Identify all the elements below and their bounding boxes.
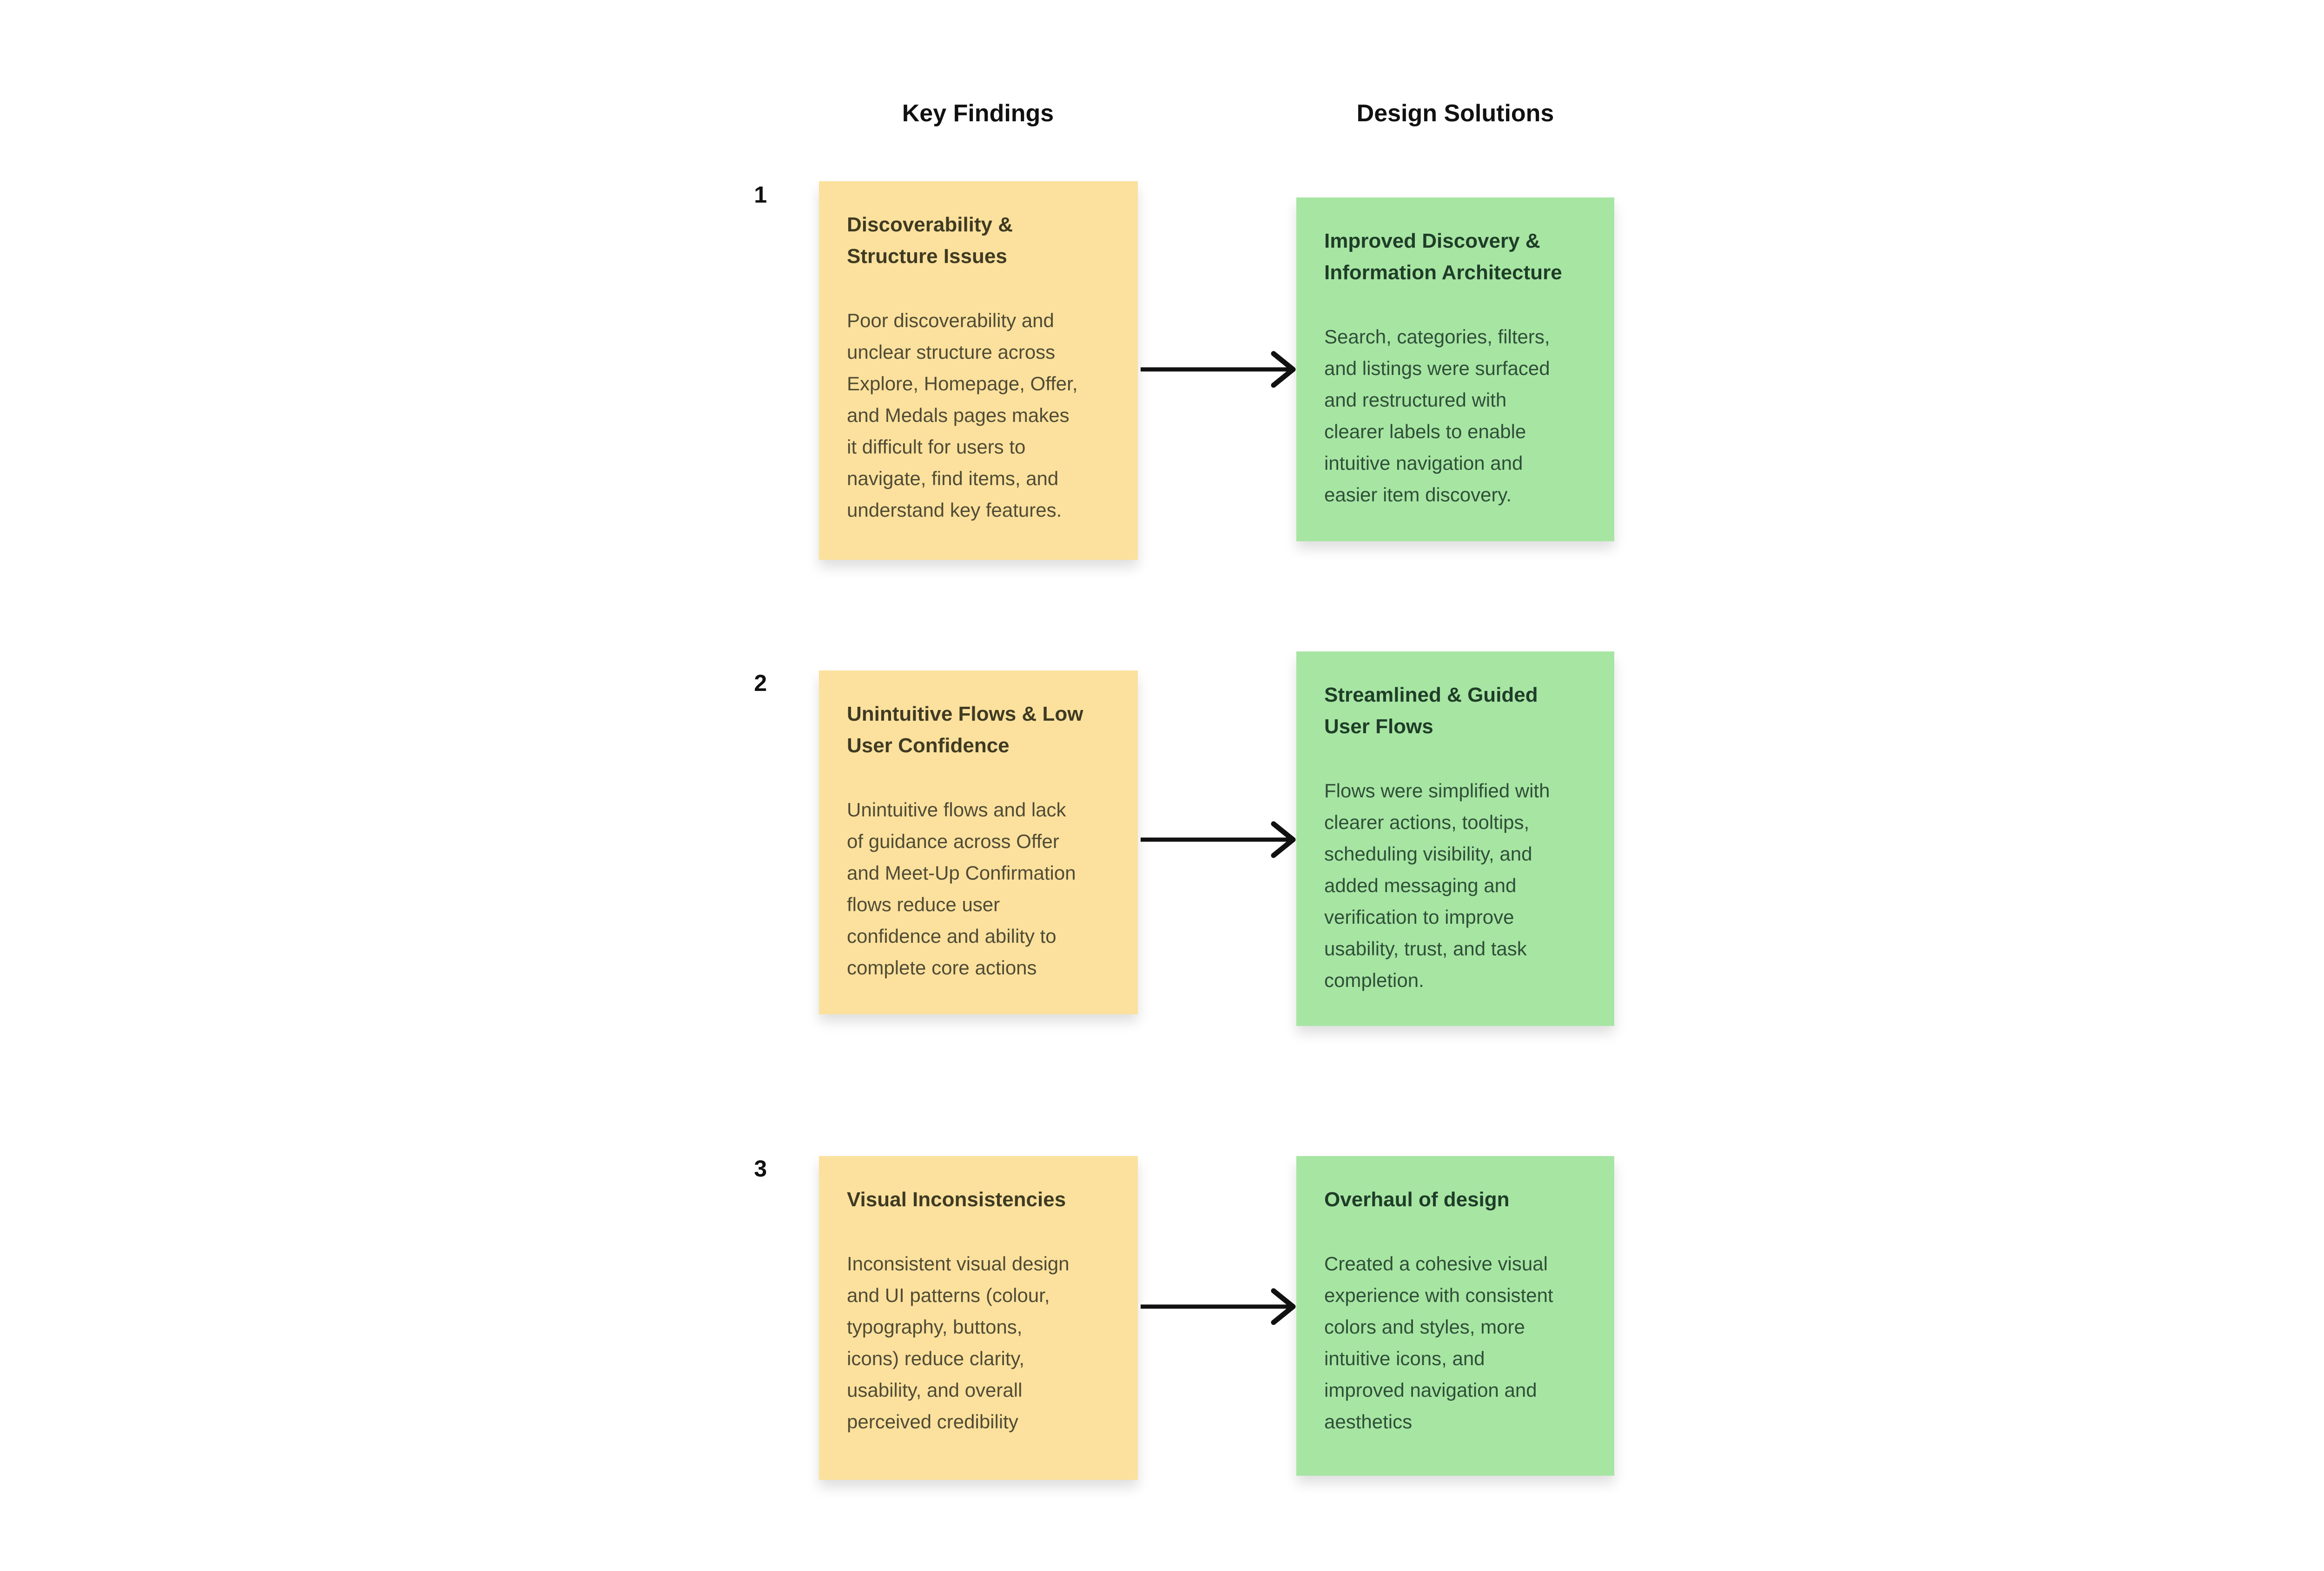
finding-card-unintuitive-flows[interactable]: Unintuitive Flows & Low User Confidence … [819, 670, 1138, 1014]
card-body: Created a cohesive visual experience wit… [1324, 1253, 1553, 1433]
card-title: Unintuitive Flows & Low User Confidence [847, 703, 1083, 757]
card-title: Improved Discovery & Information Archite… [1324, 230, 1562, 284]
arrow-right-icon [1141, 351, 1296, 388]
card-body: Poor discoverability and unclear structu… [847, 309, 1078, 521]
column-header-design-solutions: Design Solutions [1356, 100, 1554, 127]
card-title: Discoverability & Structure Issues [847, 213, 1013, 268]
card-title: Streamlined & Guided User Flows [1324, 684, 1538, 738]
solution-card-design-overhaul[interactable]: Overhaul of design Created a cohesive vi… [1296, 1156, 1614, 1476]
finding-card-visual-inconsistencies[interactable]: Visual Inconsistencies Inconsistent visu… [819, 1156, 1138, 1480]
solution-card-streamlined-flows[interactable]: Streamlined & Guided User Flows Flows we… [1296, 651, 1614, 1026]
card-title: Visual Inconsistencies [847, 1188, 1066, 1211]
row-number-3: 3 [754, 1156, 767, 1182]
card-body: Inconsistent visual design and UI patter… [847, 1253, 1070, 1433]
finding-card-discoverability[interactable]: Discoverability & Structure Issues Poor … [819, 181, 1138, 560]
solution-card-improved-discovery[interactable]: Improved Discovery & Information Archite… [1296, 197, 1614, 541]
card-body: Flows were simplified with clearer actio… [1324, 780, 1550, 991]
row-number-1: 1 [754, 182, 767, 208]
card-body: Search, categories, filters, and listing… [1324, 326, 1550, 506]
arrow-right-icon [1141, 821, 1296, 858]
card-body: Unintuitive flows and lack of guidance a… [847, 799, 1076, 979]
row-number-2: 2 [754, 670, 767, 696]
arrow-right-icon [1141, 1288, 1296, 1325]
card-title: Overhaul of design [1324, 1188, 1510, 1211]
column-header-key-findings: Key Findings [902, 100, 1054, 127]
